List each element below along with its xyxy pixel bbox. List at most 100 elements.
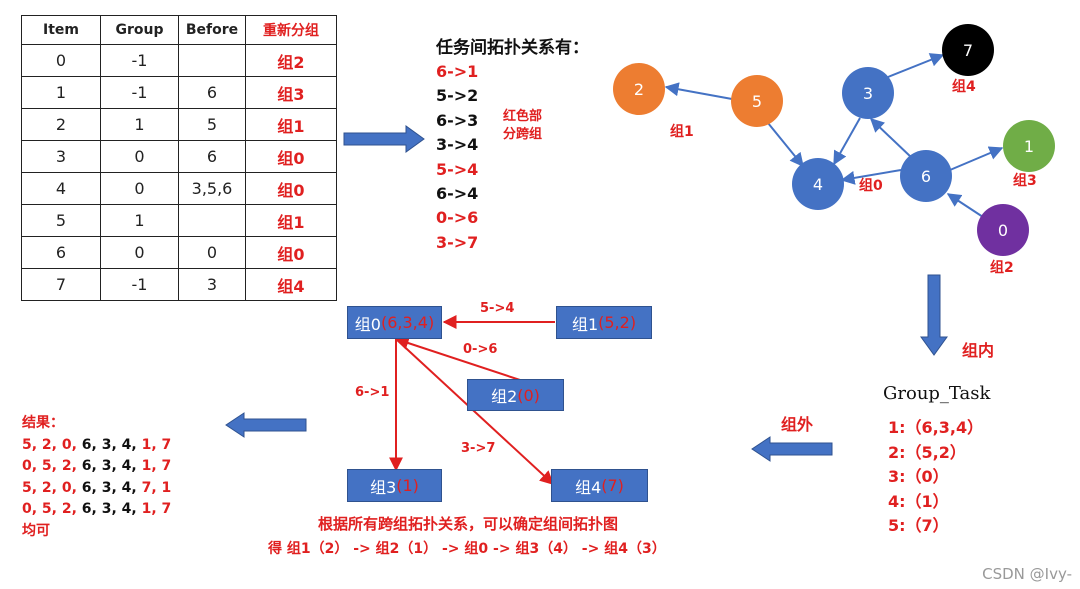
relations-note: 红色部 分跨组	[503, 108, 542, 144]
group-task-item: 2:（5,2）	[888, 442, 966, 462]
task-node-circle	[977, 204, 1029, 256]
task-node-4: 4	[792, 158, 844, 210]
group-edge-label-6-1: 6->1	[355, 385, 390, 400]
relation-item: 5->2	[436, 86, 479, 106]
cell-item: 2	[21, 108, 101, 141]
bottom-conclusion: 根据所有跨组拓扑关系，可以确定组间拓扑图	[318, 515, 619, 533]
group-label-2: 组2	[990, 260, 1014, 276]
edge-3-4	[833, 117, 861, 166]
result-line: 5, 2, 0, 6, 3, 4, 7, 1	[22, 478, 171, 500]
relation-item: 6->4	[436, 184, 479, 204]
task-node-label: 5	[752, 92, 762, 111]
group-task-item: 1:（6,3,4）	[888, 418, 984, 437]
group-task-item: 5:（7）	[888, 516, 949, 535]
group-edge-2-0	[394, 336, 521, 381]
block-arrow-down	[920, 274, 948, 356]
result-line: 0, 5, 2, 6, 3, 4, 1, 7	[22, 456, 171, 478]
result-segment: 5, 2, 0,	[22, 479, 77, 496]
watermark: CSDN @Ivy-	[982, 565, 1072, 583]
block-arrow-left-outer	[751, 436, 833, 462]
group-task-item: 4:（1）	[888, 491, 949, 511]
cell-before	[178, 44, 246, 77]
cell-regroup: 组0	[245, 140, 337, 173]
group-box-0-name: 组0	[354, 314, 381, 334]
block-arrow-right	[343, 125, 425, 153]
result-line: 0, 5, 2, 6, 3, 4, 1, 7	[22, 499, 171, 521]
cell-regroup: 组4	[245, 268, 337, 301]
edge-6-4	[840, 169, 902, 185]
task-node-1: 1	[1003, 120, 1055, 172]
inner-label: 组内	[962, 341, 995, 360]
edge-3-7	[887, 53, 945, 78]
group-box-3-members: (1)	[396, 476, 419, 495]
group-edge-label-5-4: 5->4	[480, 301, 515, 316]
group-box-0: 组0(6,3,4)	[347, 306, 442, 339]
result-segment: 0, 5, 2,	[22, 458, 77, 474]
task-node-7: 7	[942, 24, 994, 76]
task-node-circle	[1003, 120, 1055, 172]
cell-group: 1	[100, 108, 179, 141]
relation-item: 0->6	[436, 208, 479, 228]
result-footer: 均可	[22, 522, 50, 539]
result-segment: 1, 7	[136, 501, 172, 517]
task-node-2: 2	[613, 63, 665, 115]
relation-item: 6->3	[436, 110, 479, 130]
outer-label: 组外	[781, 415, 814, 434]
cell-item: 5	[21, 204, 101, 237]
result-segment: 6, 3, 4,	[76, 479, 137, 496]
result-segment: 5, 2, 0,	[22, 436, 77, 453]
header-item: Item	[21, 15, 101, 45]
group-task-list: 1:（6,3,4） 2:（5,2） 3:（0） 4:（1） 5:（7）	[888, 416, 983, 539]
edge-0-6	[946, 193, 984, 218]
group-box-1-name: 组1	[571, 314, 599, 334]
edge-6-3	[869, 118, 913, 159]
task-node-label: 0	[998, 221, 1008, 240]
group-box-3-name: 组3	[370, 477, 397, 497]
relations-note-line1: 红色部	[503, 109, 543, 124]
result-segment: 7, 1	[136, 479, 172, 496]
group-box-4-members: (7)	[601, 476, 624, 495]
task-node-circle	[613, 63, 665, 115]
cell-item: 3	[21, 140, 101, 173]
relation-item: 6->1	[436, 62, 479, 81]
group-box-1: 组1(5,2)	[556, 306, 652, 339]
result-title: 结果：	[22, 415, 64, 431]
group-task-item: 3:（0）	[888, 467, 949, 486]
relation-item: 3->7	[436, 232, 479, 252]
group-box-1-members: (5,2)	[598, 313, 637, 332]
edge-5-2	[664, 82, 733, 100]
task-node-circle	[942, 24, 994, 76]
group-task-title: Group_Task	[883, 383, 991, 404]
task-node-label: 1	[1024, 137, 1034, 156]
cell-item: 7	[21, 268, 101, 301]
task-node-circle	[900, 150, 952, 202]
result-segment: 0, 5, 2,	[22, 501, 77, 517]
task-node-circle	[731, 75, 783, 127]
result-segment: 6, 3, 4,	[76, 458, 137, 474]
cell-before: 3,5,6	[178, 172, 246, 205]
cell-before: 6	[178, 76, 246, 109]
cell-regroup: 组2	[245, 44, 337, 77]
group-label-1: 组1	[670, 124, 694, 140]
edge-6-1	[949, 146, 1004, 171]
task-node-3: 3	[842, 67, 894, 119]
result-line: 5, 2, 0, 6, 3, 4, 1, 7	[22, 435, 171, 457]
group-label-3: 组3	[1013, 173, 1037, 189]
cell-group: -1	[100, 268, 179, 301]
cell-before: 0	[178, 236, 246, 269]
task-node-5: 5	[731, 75, 783, 127]
bottom-order: 得 组1（2） -> 组2（1） -> 组0 -> 组3（4） -> 组4（3）	[268, 541, 666, 557]
relation-item: 3->4	[436, 135, 479, 155]
header-regroup: 重新分组	[245, 15, 337, 45]
cell-before: 5	[178, 108, 246, 141]
group-box-2: 组2(0)	[467, 379, 564, 411]
result-segment: 6, 3, 4,	[76, 501, 137, 517]
relations-title: 任务间拓扑关系有：	[436, 38, 589, 58]
group-box-3: 组3(1)	[347, 469, 442, 502]
block-arrow-left-result	[225, 412, 307, 438]
